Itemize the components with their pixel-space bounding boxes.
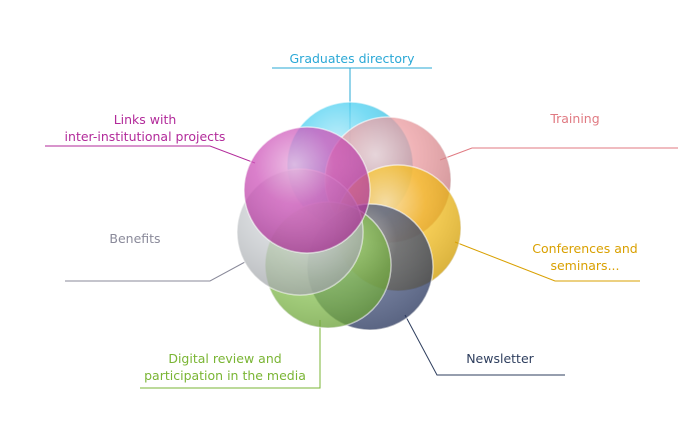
connector-digital [140,320,321,389]
label-text: Newsletter [466,351,534,366]
label-line: Digital review and [168,351,282,366]
label-line: participation in the media [144,368,306,383]
label-digital-review: Digital review and participation in the … [130,350,320,384]
connector-training [439,147,678,161]
label-line: Conferences and [532,241,638,256]
label-text: Graduates directory [289,51,415,66]
circle-gloss-links [244,127,370,253]
label-text: Benefits [109,231,161,246]
connector-benefits [65,261,246,282]
connector-newsletter [404,314,565,376]
label-training: Training [530,110,620,127]
label-links-with: Links with inter-institutional projects [45,111,245,145]
label-conferences: Conferences and seminars... [520,240,650,274]
label-line: inter-institutional projects [64,129,226,144]
connector-links [45,145,256,164]
connector-conferences [454,241,640,282]
label-benefits: Benefits [90,230,180,247]
label-newsletter: Newsletter [455,350,545,367]
label-line: seminars... [550,258,620,273]
circle-links [243,126,371,254]
label-text: Training [550,111,600,126]
label-graduates-directory: Graduates directory [270,50,434,67]
label-line: Links with [113,112,177,127]
